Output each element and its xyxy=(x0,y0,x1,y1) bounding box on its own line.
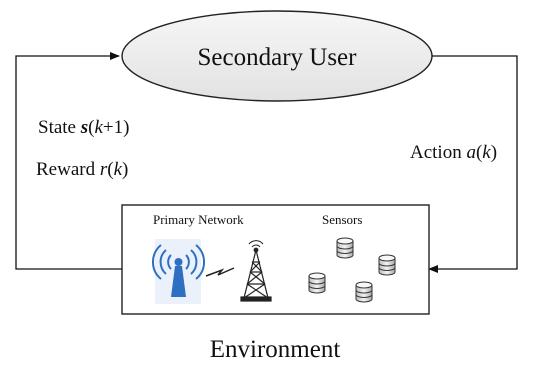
wifi-antenna-icon xyxy=(151,239,206,304)
reward-arg: (k) xyxy=(107,159,128,180)
secondary-user-label: Secondary User xyxy=(198,44,358,71)
cell-tower-icon xyxy=(240,240,272,302)
sensor-icon-3 xyxy=(308,272,326,294)
sensors-label: Sensors xyxy=(322,212,362,227)
primary-network-label: Primary Network xyxy=(153,212,244,227)
wireless-link-icon xyxy=(205,267,235,277)
state-arg: (k+1) xyxy=(88,117,129,138)
sensor-icon-1 xyxy=(336,237,354,259)
sensor-icon-2 xyxy=(378,254,396,276)
feedback-arrow xyxy=(15,52,122,270)
sensor-icon-4 xyxy=(355,281,373,303)
environment-label: Environment xyxy=(210,336,341,363)
action-label: Action a(k) xyxy=(410,142,497,163)
action-arg: (k) xyxy=(476,142,497,163)
action-arrow xyxy=(428,55,518,273)
state-label: State s(k+1) xyxy=(38,117,129,138)
reward-label: Reward r(k) xyxy=(36,159,128,180)
